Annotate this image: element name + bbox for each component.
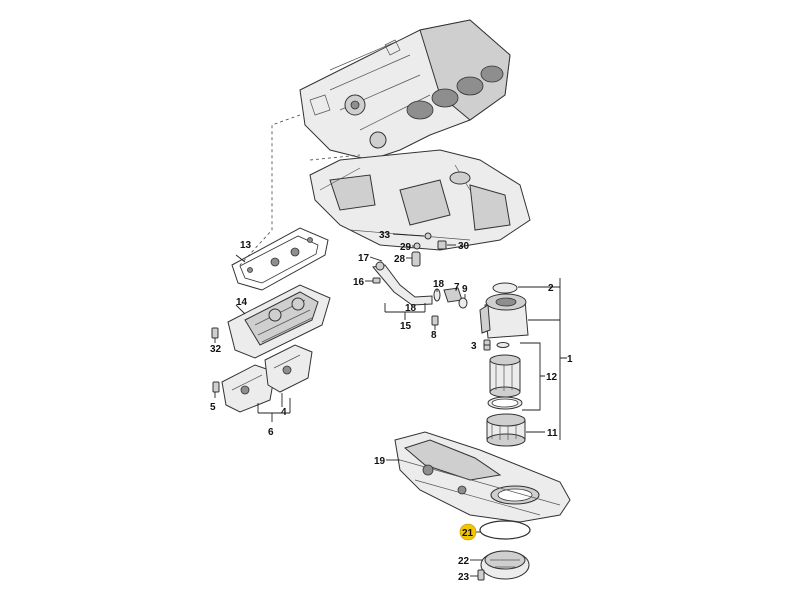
callout-13: 13 xyxy=(240,240,252,251)
engine-block xyxy=(299,19,511,161)
gasket-21 xyxy=(479,520,531,540)
lower-oil-pan xyxy=(394,431,571,523)
callout-9: 9 xyxy=(462,284,468,295)
callout-18-fitting: 18 xyxy=(433,279,445,290)
callout-18-pipe: 18 xyxy=(405,303,417,314)
callout-2: 2 xyxy=(548,283,554,294)
oil-cooler-bracket xyxy=(212,344,313,413)
callout-12: 12 xyxy=(546,372,558,383)
callout-14: 14 xyxy=(236,297,248,308)
oil-filter-assembly xyxy=(479,282,529,447)
callout-32: 32 xyxy=(210,344,222,355)
upper-oil-pan xyxy=(309,149,531,251)
callout-29: 29 xyxy=(400,242,412,253)
callout-19: 19 xyxy=(374,456,386,467)
callout-4: 4 xyxy=(281,407,287,418)
callout-28: 28 xyxy=(394,254,406,265)
callout-3: 3 xyxy=(471,341,477,352)
oil-cooler-cover xyxy=(227,284,331,359)
callout-1: 1 xyxy=(567,354,573,365)
callout-21-highlight xyxy=(459,523,477,541)
callout-16: 16 xyxy=(353,277,365,288)
callout-15: 15 xyxy=(400,321,412,332)
callout-22: 22 xyxy=(458,556,470,567)
callout-7: 7 xyxy=(454,282,460,293)
oil-pan-cover xyxy=(477,550,530,581)
oil-cooler-cover-gasket xyxy=(231,227,329,291)
callout-21: 21 xyxy=(462,528,474,539)
callout-11: 11 xyxy=(547,428,558,439)
callout-30: 30 xyxy=(458,241,470,252)
callout-23: 23 xyxy=(458,572,470,583)
callout-5: 5 xyxy=(210,402,216,413)
callout-6: 6 xyxy=(268,427,274,438)
callout-33: 33 xyxy=(379,230,391,241)
bolt-32 xyxy=(211,327,219,339)
oil-pipe xyxy=(372,261,433,306)
callout-labels: 1 2 3 4 5 6 7 8 9 11 12 13 14 15 16 17 1… xyxy=(210,230,573,583)
callout-17: 17 xyxy=(358,253,370,264)
callout-8: 8 xyxy=(431,330,437,341)
sensor-cluster xyxy=(411,232,447,267)
